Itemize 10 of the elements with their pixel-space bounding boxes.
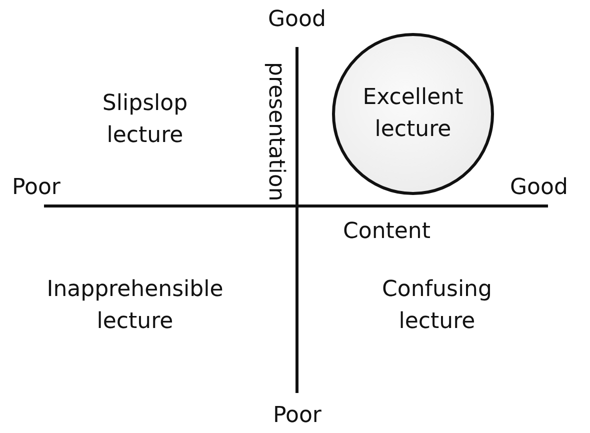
axis-title: Content <box>343 218 430 246</box>
axis-end-label: Good <box>510 174 568 202</box>
axis-end-label: Poor <box>12 174 60 202</box>
axis-title: presentation <box>262 62 288 202</box>
quadrant-label: Slipslop lecture <box>101 90 189 150</box>
quadrant-label: Inapprehensible lecture <box>46 276 224 336</box>
axis-end-label: Good <box>268 6 326 34</box>
quadrant-label: Excellent lecture <box>362 84 464 144</box>
quadrant-label: Confusing lecture <box>381 276 493 336</box>
axis-end-label: Poor <box>273 402 322 430</box>
